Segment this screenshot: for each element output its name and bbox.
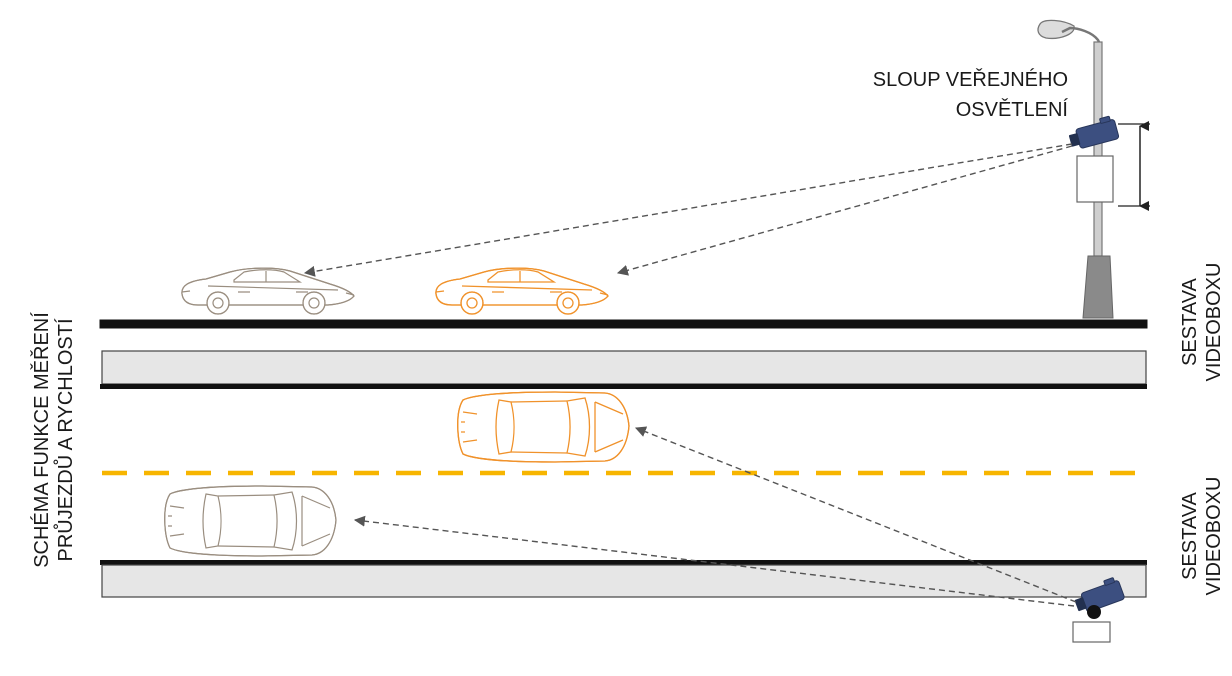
lower-sidewalk bbox=[101, 564, 1147, 598]
pole-equipment-box bbox=[1076, 155, 1114, 203]
upper-road-edge bbox=[100, 384, 1147, 389]
diagram-title: SCHÉMA FUNKCE MĚŘENÍ PRŮJEZDŮ A RYCHLOST… bbox=[30, 312, 77, 568]
assembly-label-bottom-line1: SESTAVA bbox=[1179, 491, 1201, 579]
lamp-arm bbox=[1061, 26, 1102, 45]
car-top-lower-lane bbox=[164, 485, 337, 557]
ground-camera-assembly bbox=[1071, 575, 1126, 643]
assembly-label-top: SESTAVA VIDEOBOXU bbox=[1179, 263, 1225, 382]
camera-sight-lines bbox=[303, 143, 1077, 607]
street-lamp-pole bbox=[1037, 19, 1150, 319]
assembly-label-top-line1: SESTAVA bbox=[1179, 277, 1201, 365]
ground-camera-box bbox=[1072, 621, 1111, 643]
pole-base bbox=[1082, 255, 1114, 319]
assembly-label-bottom: SESTAVA VIDEOBOXU bbox=[1179, 477, 1225, 596]
sight-line-pole-to-far-car bbox=[303, 143, 1073, 277]
diagram-title-line1: SCHÉMA FUNKCE MĚŘENÍ bbox=[30, 312, 53, 568]
diagram-title-line2: PRŮJEZDŮ A RYCHLOSTÍ bbox=[53, 318, 77, 561]
pole-label-line1: SLOUP VEŘEJNÉHO bbox=[873, 68, 1068, 91]
car-side-right bbox=[435, 267, 609, 315]
sight-line-pole-to-near-car bbox=[616, 145, 1073, 276]
upper-sidewalk bbox=[101, 350, 1147, 385]
pole-label-line2: OSVĚTLENÍ bbox=[956, 98, 1069, 121]
sight-line-ground-to-near-car bbox=[634, 426, 1077, 603]
ground-camera-mount bbox=[1087, 605, 1101, 619]
assembly-label-top-line2: VIDEOBOXU bbox=[1203, 263, 1225, 382]
pole-camera-icon bbox=[1066, 114, 1120, 152]
lamp-head-icon bbox=[1037, 19, 1075, 40]
assembly-label-bottom-line2: VIDEOBOXU bbox=[1203, 477, 1225, 596]
car-side-left bbox=[181, 267, 355, 315]
car-top-upper-lane bbox=[457, 391, 630, 463]
sight-line-ground-to-far-car bbox=[353, 515, 1075, 607]
lower-road-edge bbox=[100, 560, 1147, 565]
upper-curb-line bbox=[99, 319, 1148, 329]
pole-shaft bbox=[1093, 41, 1103, 257]
road bbox=[99, 319, 1148, 598]
